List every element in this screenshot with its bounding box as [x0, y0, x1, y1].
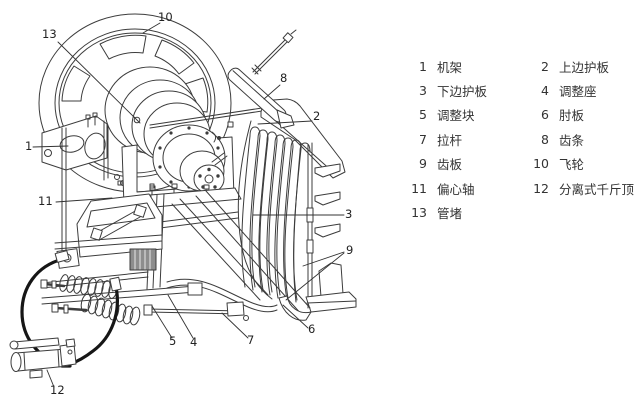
- legend-item: 13 管堵: [405, 200, 527, 224]
- callout-12: 12: [50, 383, 65, 397]
- legend-item: 12 分离式千斤顶: [527, 176, 634, 200]
- legend-item-number: 7: [419, 131, 427, 147]
- callout-13: 13: [42, 27, 57, 41]
- callout-11: 11: [38, 194, 53, 208]
- hose-fitting-upper: [54, 250, 70, 263]
- legend-item-number: 3: [419, 83, 427, 99]
- legend-item-number: 10: [533, 156, 549, 172]
- hose-fitting-lower: [109, 276, 122, 292]
- legend-item: 4 调整座: [527, 78, 634, 102]
- legend-item: 9 齿板: [405, 152, 527, 176]
- legend-item-label: 调整座: [559, 84, 597, 100]
- shaft-key-lines: [211, 152, 228, 166]
- legend-item-label: 齿条: [559, 132, 585, 148]
- pull-rod: [147, 308, 243, 315]
- legend-item-number: 8: [541, 131, 549, 147]
- legend-item-label: 管堵: [437, 206, 463, 222]
- pedestal: [318, 262, 344, 298]
- legend-item-label: 飞轮: [559, 157, 585, 173]
- legend-item-number: 6: [541, 107, 549, 123]
- legend-item-number: 4: [541, 83, 549, 99]
- callout-2: 2: [313, 109, 321, 123]
- callout-7: 7: [247, 333, 255, 347]
- legend-item-number: 5: [419, 107, 427, 123]
- legend-item: 5 调整块: [405, 103, 527, 127]
- callout-4: 4: [190, 335, 198, 349]
- legend-item-number: 2: [541, 58, 549, 74]
- legend-item-label: 上边护板: [559, 59, 610, 75]
- legend-item: 2 上边护板: [527, 54, 634, 78]
- legend-item: 11 偏心轴: [405, 176, 527, 200]
- rack-bar: [227, 67, 295, 129]
- callout-1: 1: [25, 139, 33, 153]
- callout-3: 3: [345, 207, 353, 221]
- hand-pump-jack: [9, 337, 77, 379]
- mount-bolt: [251, 29, 297, 75]
- legend-item-number: 13: [411, 205, 427, 221]
- toggle-seat: [278, 295, 312, 321]
- legend-item-label: 拉杆: [437, 132, 463, 148]
- callout-10: 10: [158, 10, 173, 24]
- legend-item-label: 偏心轴: [437, 181, 475, 197]
- legend-item: 3 下边护板: [405, 78, 527, 102]
- legend-item-label: 下边护板: [437, 84, 488, 100]
- jaw-tooth-plates: [237, 120, 311, 303]
- legend-item: 1 机架: [405, 54, 527, 78]
- legend-item-number: 12: [533, 180, 549, 196]
- square-marker: [227, 121, 234, 128]
- callout-5: 5: [169, 334, 177, 348]
- legend-item-label: 调整块: [437, 108, 475, 124]
- legend-item: 7 拉杆: [405, 127, 527, 151]
- side-plate-teeth: [305, 142, 357, 313]
- legend-item: 6 肘板: [527, 103, 634, 127]
- legend-item-number: 1: [419, 58, 427, 74]
- legend-item-label: 机架: [437, 59, 463, 75]
- legend-item-label: 分离式千斤顶: [559, 181, 635, 197]
- callout-6: 6: [308, 322, 316, 336]
- legend-item: 8 齿条: [527, 127, 634, 151]
- callout-8: 8: [280, 71, 288, 85]
- legend-item-number: 11: [411, 180, 427, 196]
- eccentric-shaft: [104, 66, 242, 209]
- legend-item: 10 飞轮: [527, 152, 634, 176]
- ribbed-block: [129, 248, 157, 271]
- legend-item-number: 9: [419, 156, 427, 172]
- legend-item-label: 齿板: [437, 157, 463, 173]
- legend-item-label: 肘板: [559, 108, 585, 124]
- callout-9: 9: [346, 243, 354, 257]
- spring-upper: [59, 274, 118, 299]
- callout-leaders: [32, 22, 345, 388]
